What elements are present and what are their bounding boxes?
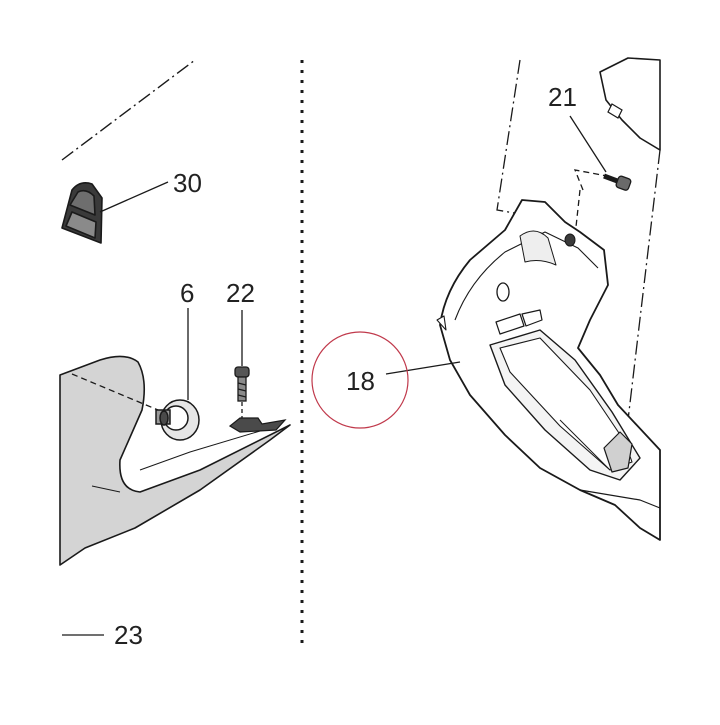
callout-18: 18 (346, 366, 375, 396)
callout-23: 23 (114, 620, 143, 650)
assembly-line-right-4 (627, 149, 661, 421)
part-22-screw (234, 366, 250, 402)
part-6-grommet (155, 399, 200, 441)
callout-6: 6 (180, 278, 194, 308)
assembly-line-grommet (71, 373, 159, 411)
assembly-line-right-2 (573, 169, 608, 191)
assembly-line-right-3 (574, 189, 581, 237)
callout-30: 30 (173, 168, 202, 198)
fairing-edge-detail (91, 485, 121, 493)
fairing-inner-edge (139, 427, 271, 471)
part-21-screw (603, 173, 632, 191)
callout-21: 21 (548, 82, 577, 112)
mounting-bracket (228, 417, 287, 433)
part-23-fairing (59, 355, 291, 566)
part-30-cap (61, 182, 103, 244)
upper-cover-fragment (599, 57, 661, 151)
assembly-line-top-left (61, 59, 196, 161)
leader-line-30 (99, 181, 169, 213)
leader-line-18 (385, 361, 461, 375)
leader-line-21 (569, 115, 607, 173)
highlight-circle-18 (311, 331, 409, 429)
callout-22: 22 (226, 278, 255, 308)
part-18-fairing-bracket (436, 199, 661, 541)
upper-cover-tab (607, 103, 623, 119)
assembly-line-right-1 (496, 59, 521, 215)
